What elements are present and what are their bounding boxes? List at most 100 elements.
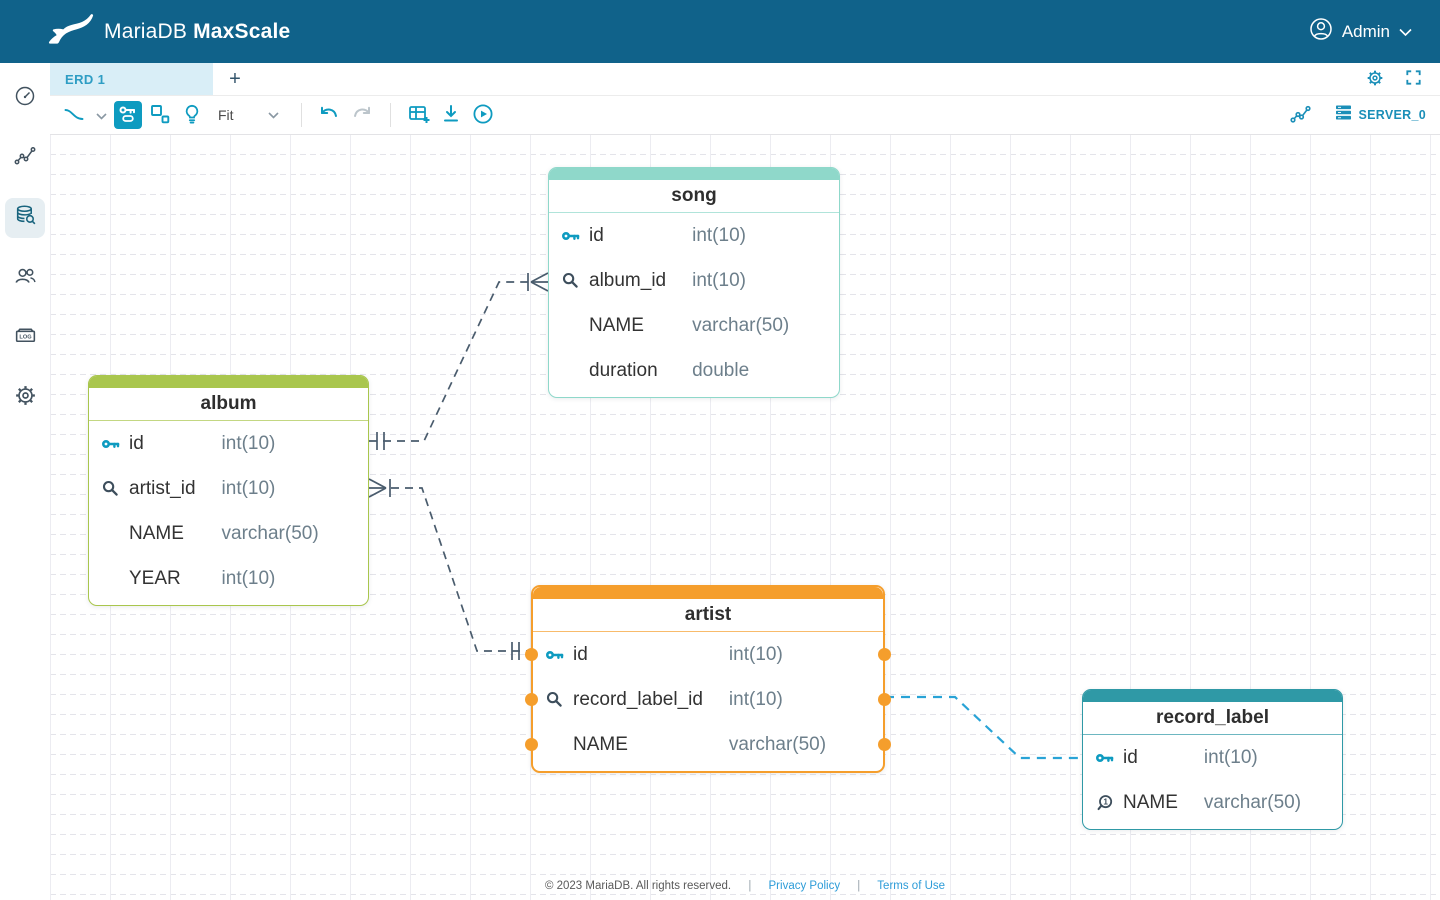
undo-icon (318, 104, 341, 127)
column-row-name[interactable]: NAME (89, 511, 222, 556)
add-tab-label: + (229, 67, 241, 90)
toggle-foreign-keys-button[interactable] (114, 101, 142, 129)
key-link-icon (117, 103, 139, 128)
generate-erd-button[interactable] (1287, 101, 1315, 130)
undo-button[interactable] (316, 101, 344, 129)
fullscreen-button[interactable] (1403, 67, 1424, 91)
add-tab-button[interactable]: + (213, 63, 257, 95)
relationship-artist-album[interactable] (368, 478, 531, 660)
unique-icon: 1 (1095, 793, 1123, 813)
highlight-relationships-button[interactable] (178, 101, 206, 129)
column-name: record_label_id (573, 688, 703, 710)
column-row-name[interactable]: id (549, 213, 692, 258)
create-table-button[interactable] (405, 101, 433, 129)
user-avatar-icon (1309, 17, 1333, 46)
column-name: NAME (129, 522, 184, 544)
column-row-name[interactable]: artist_id (89, 466, 222, 511)
brand-secondary: MaxScale (193, 19, 291, 43)
footer-separator: | (857, 880, 861, 892)
toolbar-divider (300, 103, 302, 127)
connection-point[interactable] (525, 648, 538, 661)
database-search-icon (13, 203, 38, 233)
column-name: YEAR (129, 567, 181, 589)
column-name: id (573, 643, 588, 665)
column-type: int(10) (692, 269, 746, 291)
apply-script-button[interactable] (469, 101, 497, 129)
line-chart-icon (13, 144, 37, 173)
sidebar-item-visualization[interactable] (5, 138, 45, 178)
terms-of-use-link[interactable]: Terms of Use (877, 880, 946, 892)
column-type: int(10) (1203, 746, 1258, 768)
relationship-layer (368, 272, 1082, 760)
users-icon (13, 263, 38, 293)
mariadb-sealion-logo-icon (48, 13, 94, 50)
column-row-name[interactable]: duration (549, 348, 692, 393)
primary-key-icon (545, 645, 573, 665)
tab-erd-1[interactable]: ERD 1 (50, 63, 213, 95)
column-row-name[interactable]: YEAR (89, 556, 222, 601)
column-row-name[interactable]: record_label_id (533, 677, 729, 722)
connection-point[interactable] (878, 693, 891, 706)
user-menu[interactable]: Admin (1309, 17, 1412, 46)
dashboard-icon (13, 84, 37, 113)
column-type: varchar(50) (1203, 791, 1302, 813)
column-row-name[interactable]: NAME (533, 722, 729, 767)
privacy-policy-link[interactable]: Privacy Policy (768, 880, 841, 892)
sidebar-item-query-editor[interactable] (5, 198, 45, 238)
table-title: album (89, 388, 368, 421)
column-name: NAME (589, 314, 644, 336)
column-type: double (692, 359, 750, 381)
connection-point[interactable] (878, 738, 891, 751)
sidebar-item-settings[interactable] (5, 378, 45, 418)
column-type: int(10) (221, 567, 276, 589)
sidebar-item-logs[interactable]: LOG (5, 318, 45, 358)
column-row-name[interactable]: id (533, 632, 729, 677)
redo-button[interactable] (348, 101, 376, 129)
relationship-recordlabel-artist[interactable] (885, 695, 1082, 760)
column-row-name[interactable]: id (1083, 735, 1204, 780)
zoom-value: Fit (218, 107, 234, 123)
curve-link-icon (62, 103, 86, 128)
server-icon (1335, 104, 1352, 126)
link-shape-dropdown[interactable] (92, 101, 110, 129)
column-type: int(10) (221, 477, 276, 499)
erd-settings-button[interactable] (1363, 66, 1387, 93)
graph-route-icon (1289, 103, 1313, 128)
connection-point[interactable] (525, 693, 538, 706)
sidebar-item-users[interactable] (5, 258, 45, 298)
auto-arrange-button[interactable] (146, 101, 174, 129)
gear-icon (1365, 68, 1385, 91)
column-name: NAME (573, 733, 628, 755)
column-row-name[interactable]: NAME (549, 303, 692, 348)
column-row-name[interactable]: id (89, 421, 222, 466)
sidebar-nav: LOG (0, 63, 50, 900)
index-icon (545, 690, 573, 709)
gear-icon (13, 383, 38, 413)
download-icon (441, 103, 461, 127)
column-type: int(10) (221, 432, 276, 454)
primary-key-icon (1095, 748, 1123, 768)
server-selector[interactable]: SERVER_0 (1335, 104, 1426, 126)
fullscreen-icon (1405, 69, 1422, 89)
connection-point[interactable] (525, 738, 538, 751)
column-row-name[interactable]: album_id (549, 258, 692, 303)
lightbulb-icon (181, 103, 203, 128)
link-shape-button[interactable] (60, 101, 88, 129)
export-button[interactable] (437, 101, 465, 129)
sidebar-item-dashboard[interactable] (5, 78, 45, 118)
table-color-band (89, 376, 368, 388)
relationship-album-song[interactable] (369, 272, 549, 450)
connection-point[interactable] (878, 648, 891, 661)
zoom-select[interactable]: Fit (210, 106, 287, 124)
footer: © 2023 MariaDB. All rights reserved. | P… (50, 880, 1440, 892)
table-title: artist (533, 599, 883, 632)
